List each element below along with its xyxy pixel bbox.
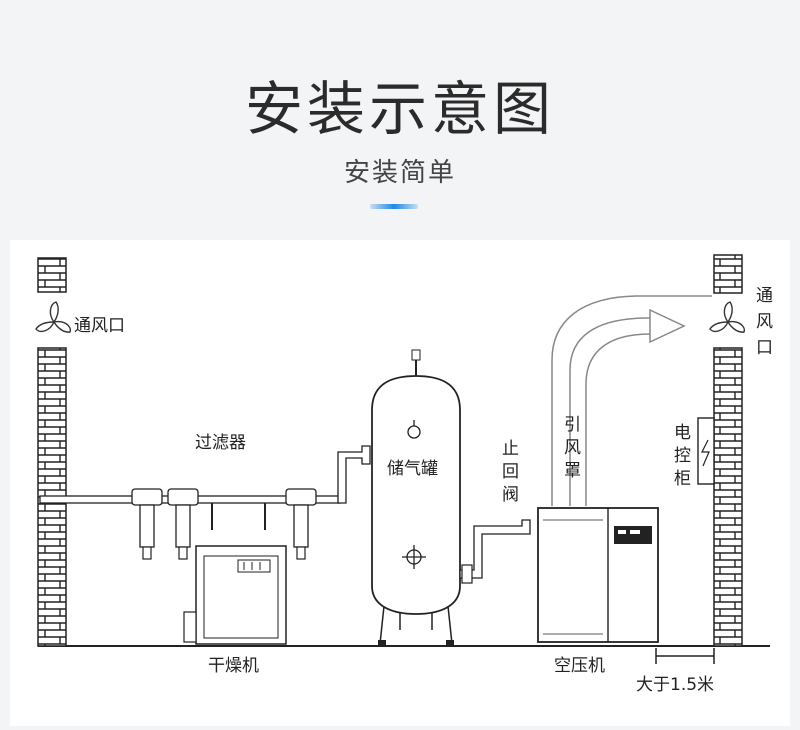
fan-icon — [35, 301, 71, 333]
filter-label: 过滤器 — [195, 433, 246, 453]
tank-label: 储气罐 — [387, 459, 438, 479]
filter-unit — [285, 488, 317, 560]
check-valve-label-3: 阀 — [502, 485, 519, 505]
check-valve-label-1: 止 — [502, 439, 519, 459]
page-subtitle: 安装简单 — [343, 158, 456, 188]
fan-icon — [709, 301, 745, 333]
right-wall-top — [713, 254, 743, 294]
hood-label-2: 风 — [564, 438, 581, 458]
air-compressor — [537, 507, 659, 643]
filter-unit — [167, 488, 199, 560]
cabinet-label-2: 控 — [674, 446, 691, 466]
tank-valve — [461, 564, 473, 584]
outlet-pipe — [459, 519, 531, 579]
tank-inlet-pipe — [337, 445, 371, 504]
vent-left-label: 通风口 — [74, 316, 125, 336]
distance-marker — [655, 648, 715, 664]
left-wall-top — [37, 257, 67, 293]
arrow-icon — [649, 308, 686, 344]
header: 安装示意图 安装简单 — [0, 0, 800, 240]
cabinet-label-3: 柜 — [674, 469, 691, 489]
accent-bar — [370, 204, 418, 209]
compressor-label: 空压机 — [554, 656, 605, 676]
page-title: 安装示意图 — [244, 75, 555, 143]
vent-right-label-2: 风 — [756, 312, 773, 332]
filter-unit — [131, 488, 163, 560]
filter-group — [131, 488, 317, 560]
dryer-label: 干燥机 — [208, 656, 259, 676]
dryer — [183, 545, 287, 645]
hood-label-3: 罩 — [564, 461, 581, 481]
right-wall-bottom — [713, 347, 743, 647]
installation-diagram: 通风口 通 风 口 过滤器 — [10, 240, 790, 726]
diagram-svg: 通风口 通 风 口 过滤器 — [35, 254, 773, 695]
check-valve-label-2: 回 — [502, 462, 519, 482]
cabinet-label-1: 电 — [674, 423, 691, 443]
hood-duct-outer — [551, 295, 712, 506]
vent-right-label-3: 口 — [756, 338, 773, 358]
control-cabinet — [697, 417, 715, 485]
hood-duct-inner — [585, 333, 656, 506]
hood-label-1: 引 — [564, 415, 581, 435]
vent-right-label-1: 通 — [756, 286, 773, 306]
air-tank — [371, 349, 461, 645]
hood-duct-mid — [569, 317, 660, 506]
distance-label: 大于1.5米 — [636, 675, 714, 695]
